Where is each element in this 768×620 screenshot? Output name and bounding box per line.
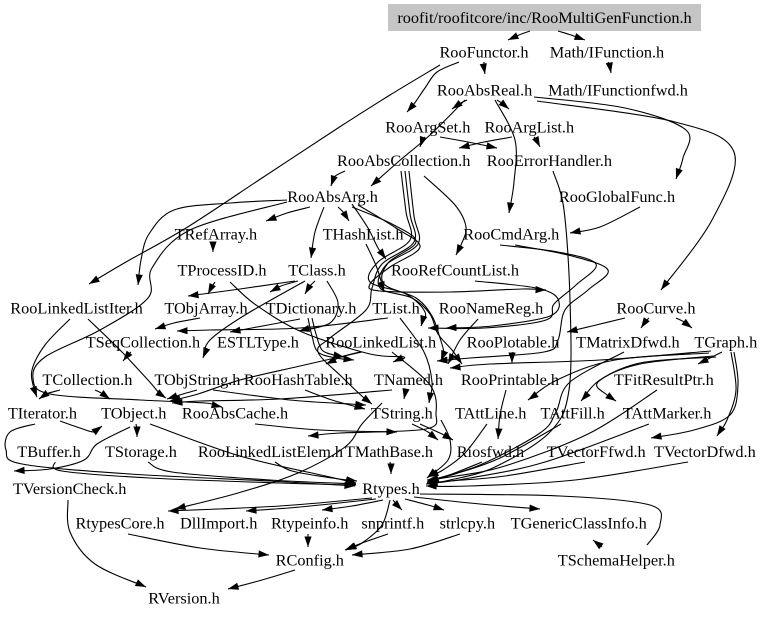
svg-text:RooGlobalFunc.h: RooGlobalFunc.h: [559, 187, 675, 206]
svg-text:Math/IFunctionfwd.h: Math/IFunctionfwd.h: [548, 80, 688, 99]
svg-text:TVersionCheck.h: TVersionCheck.h: [13, 479, 127, 498]
svg-text:TAttLine.h: TAttLine.h: [455, 403, 527, 422]
svg-text:RConfig.h: RConfig.h: [276, 550, 344, 569]
svg-text:DllImport.h: DllImport.h: [180, 513, 257, 532]
svg-text:TClass.h: TClass.h: [288, 260, 345, 279]
svg-text:Math/IFunction.h: Math/IFunction.h: [550, 42, 664, 61]
svg-text:RooCurve.h: RooCurve.h: [616, 298, 695, 317]
svg-text:RooLinkedList.h: RooLinkedList.h: [325, 332, 436, 351]
svg-text:RooAbsReal.h: RooAbsReal.h: [437, 80, 532, 99]
svg-text:TGenericClassInfo.h: TGenericClassInfo.h: [511, 513, 647, 532]
svg-text:THashList.h: THashList.h: [323, 224, 404, 243]
svg-text:RooNameReg.h: RooNameReg.h: [439, 298, 543, 317]
svg-text:TCollection.h: TCollection.h: [42, 370, 132, 389]
svg-text:TSeqCollection.h: TSeqCollection.h: [86, 332, 200, 351]
svg-text:TObjString.h: TObjString.h: [154, 370, 240, 389]
svg-text:RooArgList.h: RooArgList.h: [484, 117, 574, 136]
svg-text:TStorage.h: TStorage.h: [105, 442, 177, 461]
svg-text:RooCmdArg.h: RooCmdArg.h: [463, 224, 559, 243]
svg-text:TString.h: TString.h: [371, 403, 433, 422]
svg-text:TGraph.h: TGraph.h: [694, 332, 757, 351]
svg-text:Rtypes.h: Rtypes.h: [362, 479, 419, 498]
svg-text:TDictionary.h: TDictionary.h: [266, 298, 357, 317]
svg-text:TMathBase.h: TMathBase.h: [345, 442, 433, 461]
svg-text:roofit/roofitcore/inc/RooMulti: roofit/roofitcore/inc/RooMultiGenFunctio…: [397, 8, 691, 27]
svg-text:RooArgSet.h: RooArgSet.h: [385, 117, 470, 136]
svg-text:TObjArray.h: TObjArray.h: [164, 298, 247, 317]
svg-text:Riosfwd.h: Riosfwd.h: [457, 442, 524, 461]
svg-text:TObject.h: TObject.h: [101, 403, 166, 422]
svg-text:RVersion.h: RVersion.h: [148, 588, 220, 607]
svg-text:TFitResultPtr.h: TFitResultPtr.h: [614, 370, 714, 389]
svg-text:TSchemaHelper.h: TSchemaHelper.h: [558, 550, 675, 569]
svg-text:RooPrintable.h: RooPrintable.h: [461, 370, 559, 389]
svg-text:RooAbsArg.h: RooAbsArg.h: [287, 187, 378, 206]
svg-text:TVectorDfwd.h: TVectorDfwd.h: [654, 442, 756, 461]
svg-text:TIterator.h: TIterator.h: [8, 403, 77, 422]
svg-text:TList.h: TList.h: [372, 298, 419, 317]
svg-text:TProcessID.h: TProcessID.h: [177, 260, 266, 279]
svg-text:TAttFill.h: TAttFill.h: [540, 403, 604, 422]
svg-text:RtypesCore.h: RtypesCore.h: [75, 513, 164, 532]
svg-text:TMatrixDfwd.h: TMatrixDfwd.h: [576, 332, 680, 351]
svg-text:RooFunctor.h: RooFunctor.h: [439, 42, 528, 61]
svg-text:RooLinkedListElem.h: RooLinkedListElem.h: [198, 442, 343, 461]
svg-text:TAttMarker.h: TAttMarker.h: [623, 403, 712, 422]
svg-text:RooHashTable.h: RooHashTable.h: [244, 370, 353, 389]
svg-text:TNamed.h: TNamed.h: [374, 370, 443, 389]
svg-text:TBuffer.h: TBuffer.h: [17, 442, 80, 461]
svg-text:Rtypeinfo.h: Rtypeinfo.h: [271, 513, 348, 532]
svg-text:TRefArray.h: TRefArray.h: [175, 224, 258, 243]
svg-text:RooAbsCache.h: RooAbsCache.h: [182, 403, 288, 422]
svg-text:RooPlotable.h: RooPlotable.h: [467, 332, 560, 351]
svg-text:TVectorFfwd.h: TVectorFfwd.h: [547, 442, 646, 461]
svg-text:strlcpy.h: strlcpy.h: [440, 513, 495, 532]
svg-text:RooAbsCollection.h: RooAbsCollection.h: [337, 151, 470, 170]
svg-text:ESTLType.h: ESTLType.h: [217, 332, 299, 351]
svg-text:RooRefCountList.h: RooRefCountList.h: [391, 260, 519, 279]
svg-text:snprintf.h: snprintf.h: [361, 513, 424, 532]
svg-text:RooLinkedListIter.h: RooLinkedListIter.h: [10, 298, 143, 317]
svg-text:RooErrorHandler.h: RooErrorHandler.h: [487, 151, 612, 170]
